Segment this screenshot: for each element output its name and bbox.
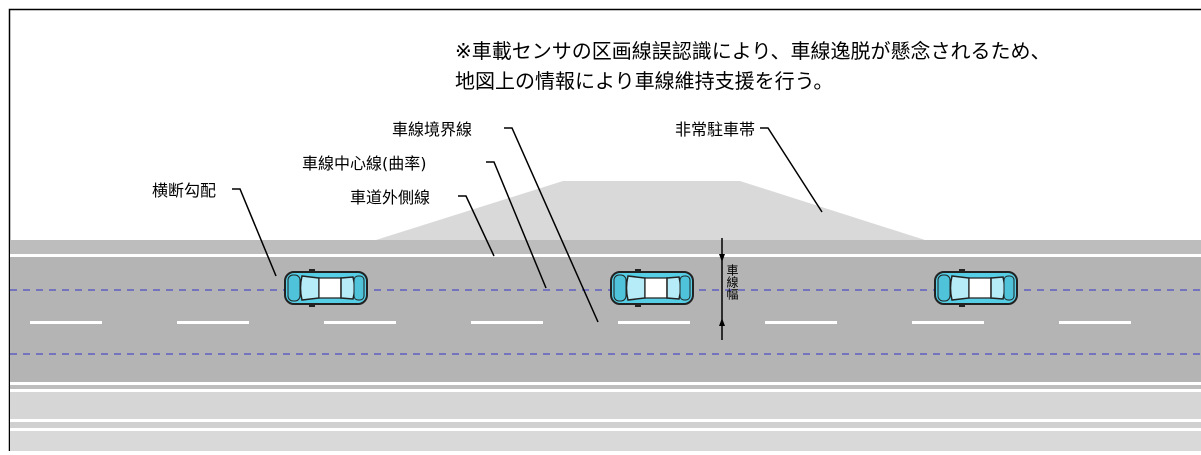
lane-dash	[618, 321, 690, 324]
lane-dash	[765, 321, 837, 324]
road-lower-line-4	[10, 428, 1201, 431]
road-lower-band-3	[10, 422, 1201, 428]
label-cross-slope: 横断勾配	[152, 181, 216, 200]
note-line-2: 地図上の情報により車線維持支援を行う。	[455, 69, 833, 93]
roadway-edge-line	[10, 254, 1201, 257]
lane-dash	[471, 321, 543, 324]
lane-dash	[30, 321, 102, 324]
label-emergency-bay: 非常駐車帯	[675, 120, 755, 139]
lane-dash	[324, 321, 396, 324]
road-lower-line-2	[10, 389, 1201, 392]
label-roadway-edge: 車道外側線	[350, 188, 430, 207]
road-shoulder-band	[10, 240, 1201, 254]
road-surface	[10, 257, 1201, 382]
vehicle-icon-1	[285, 269, 367, 307]
lane-dash	[1059, 321, 1131, 324]
label-lane-center: 車線中心線(曲率)	[302, 154, 427, 173]
lane-dash	[177, 321, 249, 324]
vehicle-icon-3	[935, 269, 1017, 307]
emergency-bay-area	[376, 181, 925, 240]
road-lower-line-1	[10, 382, 1201, 385]
lane-dash	[912, 321, 984, 324]
road-lower-line-3	[10, 419, 1201, 422]
road-lower-band-2	[10, 392, 1201, 419]
vehicle-icon-2	[611, 269, 693, 307]
lane-width-label: 車線幅	[725, 264, 739, 301]
road-lower-band-4	[10, 431, 1201, 451]
note-line-1: ※車載センサの区画線誤認識により、車線逸脱が懸念されるため、	[455, 39, 1051, 63]
label-lane-boundary: 車線境界線	[392, 120, 472, 139]
road-lower-band-1	[10, 385, 1201, 389]
